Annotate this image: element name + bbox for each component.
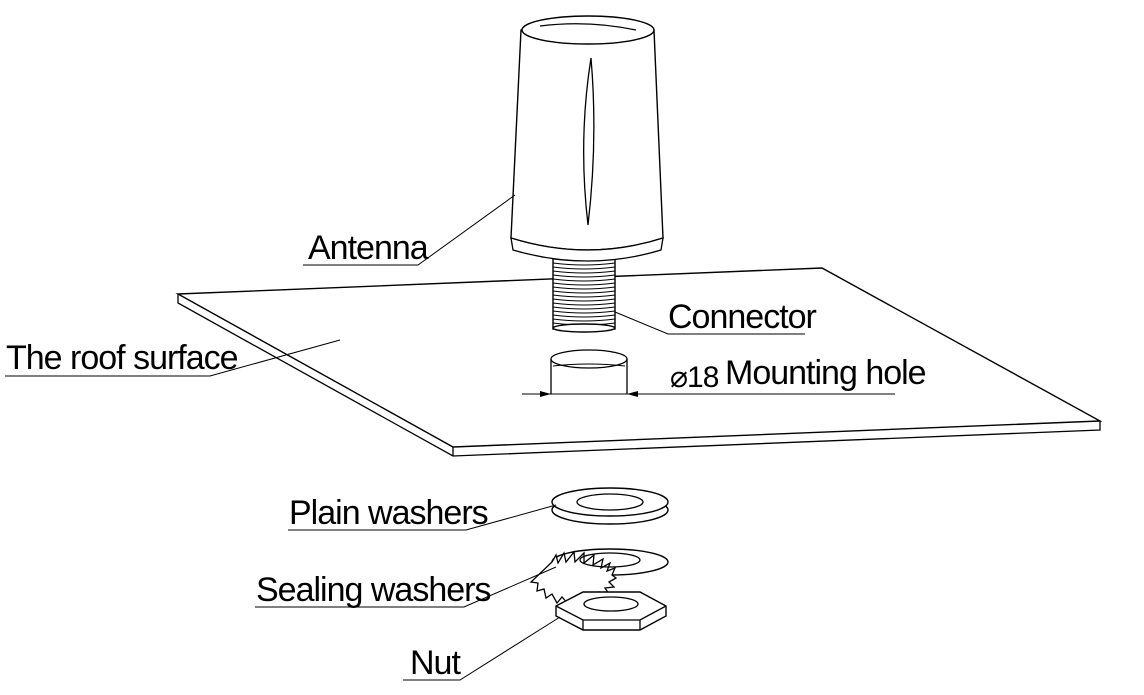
antenna-label: Antenna xyxy=(308,229,429,267)
plain-washers-label: Plain washers xyxy=(289,494,488,532)
antenna-body xyxy=(510,15,664,262)
roof-plate xyxy=(175,267,1103,457)
connector xyxy=(552,254,616,333)
dimension-line xyxy=(522,391,895,397)
roof-surface-label: The roof surface xyxy=(6,339,238,377)
leader-lines xyxy=(5,194,805,681)
plain-washer xyxy=(551,487,669,525)
sealing-washers-label: Sealing washers xyxy=(256,571,490,609)
mounting-hole-label: Mounting hole xyxy=(725,354,926,392)
mounting-hole xyxy=(550,349,628,394)
diameter-label: ⌀18 xyxy=(670,361,719,394)
connector-label: Connector xyxy=(668,298,817,336)
nut-label: Nut xyxy=(410,644,461,682)
hex-nut xyxy=(555,591,667,631)
